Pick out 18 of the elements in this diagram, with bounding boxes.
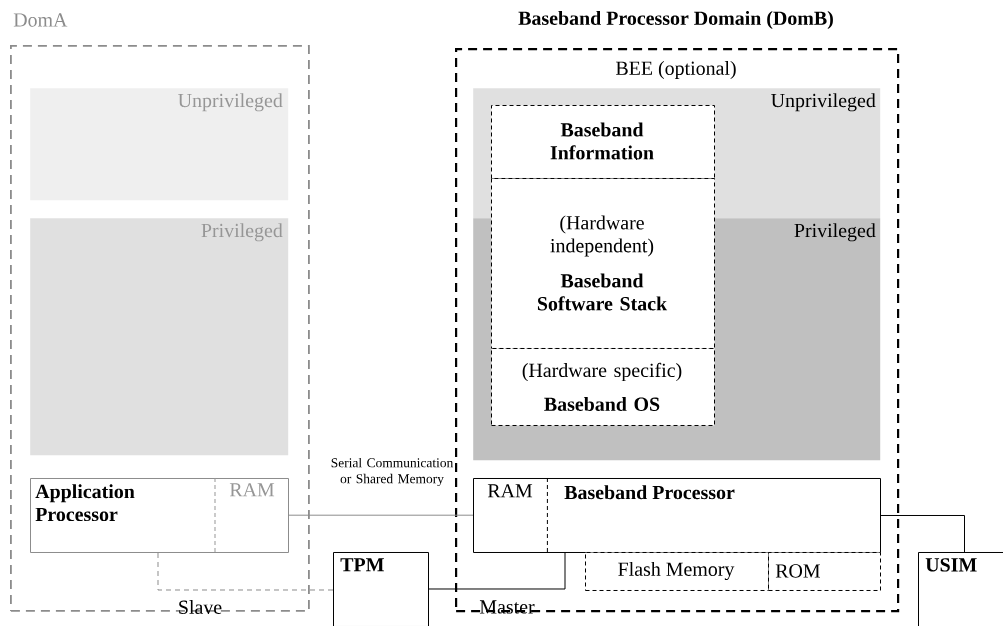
- privilege-band: Privileged: [30, 218, 289, 456]
- connector-line: [880, 515, 965, 553]
- region-title: DomA: [13, 13, 68, 27]
- memory-box: ROM: [768, 552, 881, 591]
- connector-line: [287, 514, 474, 516]
- chip-box: USIM: [918, 552, 1003, 626]
- connector-line: [157, 552, 334, 591]
- ram-section: RAM: [487, 477, 548, 553]
- connector-line: [428, 552, 566, 590]
- chip-box: TPM: [333, 552, 429, 626]
- region-title: Baseband Processor Domain (DomB): [518, 10, 833, 29]
- ram-section: RAM: [214, 477, 275, 553]
- software-layer-box: Baseband Information: [491, 105, 715, 179]
- memory-box: Flash Memory: [585, 552, 769, 591]
- edge-label: Serial Communication or Shared Memory: [331, 457, 454, 487]
- edge-label: Slave: [179, 600, 222, 614]
- privilege-band: Unprivileged: [30, 88, 289, 201]
- software-layer-box: (Hardware specific) Baseband OS: [491, 348, 715, 426]
